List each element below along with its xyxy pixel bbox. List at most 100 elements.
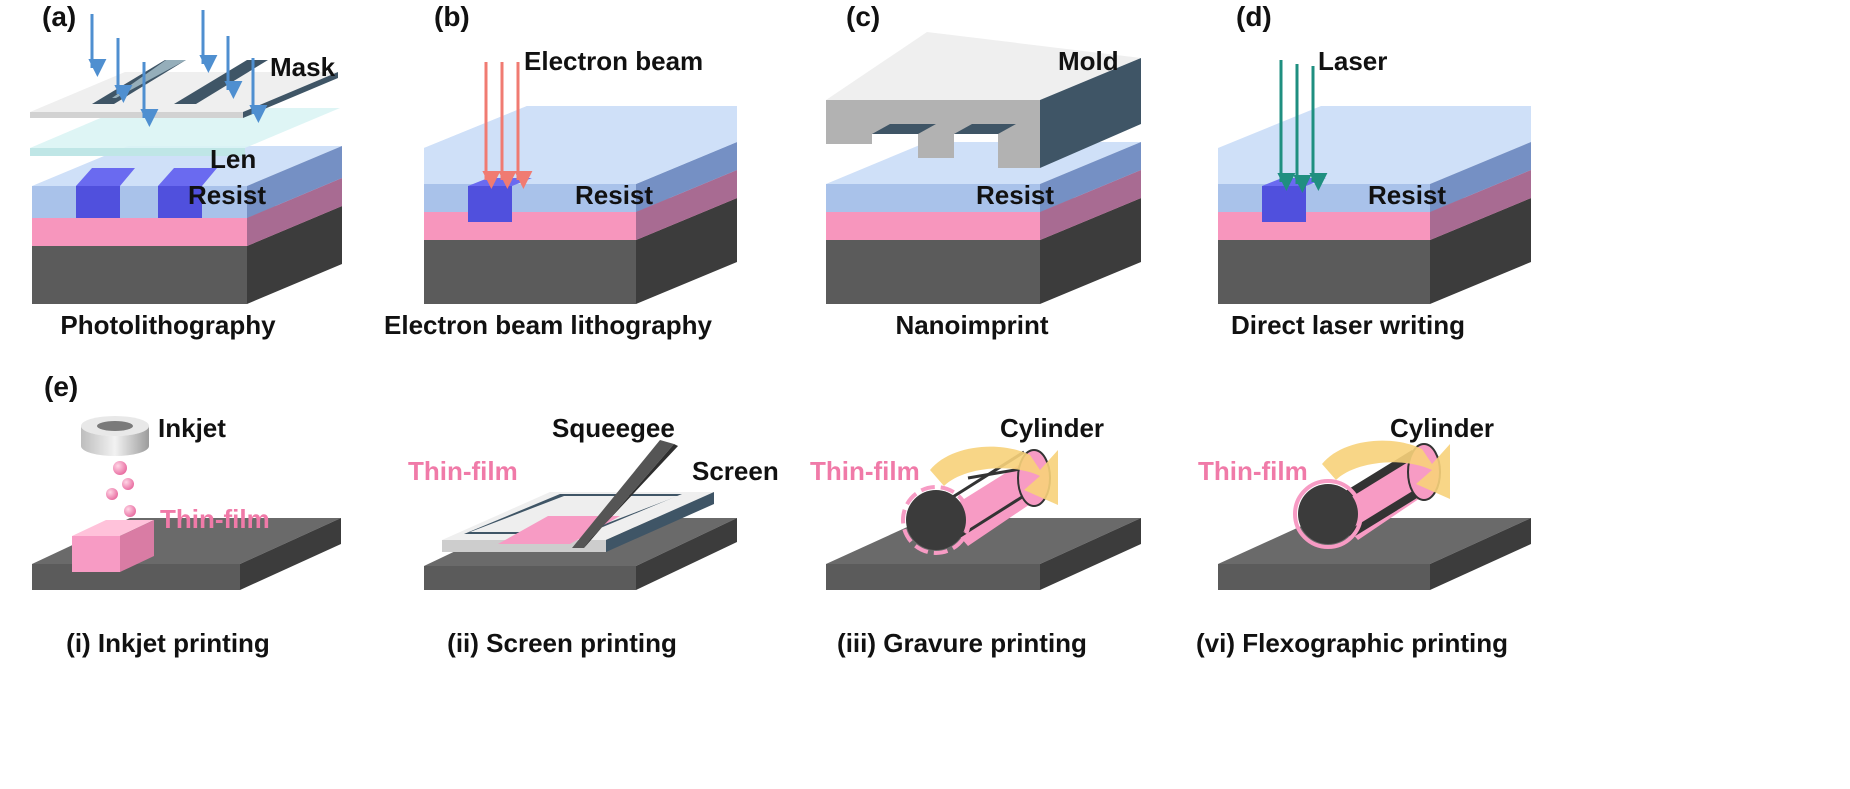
thin-film-label-flexo: Thin-film [1198,456,1308,486]
caption-screen-printing: (ii) Screen printing [447,628,677,658]
caption-inkjet-printing: (i) Inkjet printing [66,628,270,658]
written-spot [1262,186,1306,222]
pink-layer-side [1430,170,1531,240]
substrate-front [1218,240,1430,304]
nozzle-hole [97,421,133,431]
electron-beam-arrows [482,62,533,189]
stack-c [826,142,1141,304]
laser-arrows [1277,60,1328,193]
flexographic-printing: Cylinder Thin-film (vi) Flexographic pri… [1196,413,1531,658]
mask-slit-2 [174,60,268,104]
inkjet-printing: Inkjet Thin-film (i) Inkjet printing [32,413,341,658]
resist-side [636,142,737,212]
squeegee-label: Squeegee [552,413,675,443]
substrate-front [826,564,1040,590]
substrate-front [1218,564,1430,590]
substrate-side [636,198,737,304]
screen-frame [442,492,714,552]
droplet-2 [122,478,134,490]
caption-flexographic-printing: (vi) Flexographic printing [1196,628,1508,658]
mask-label: Mask [270,52,336,82]
exposed-region-1 [76,186,120,218]
resist-front [826,184,1040,212]
cylinder-end-face [1298,484,1358,544]
panel-b-tag: (b) [434,1,470,32]
mask-plate-edge [30,112,243,118]
panel-c-tag: (c) [846,1,880,32]
substrate-side [247,206,342,304]
thin-film-label-screen: Thin-film [408,456,518,486]
screen-frame-side [606,492,714,552]
thin-film-label-gravure: Thin-film [810,456,920,486]
exposed-region-2 [158,186,202,218]
panel-b: (b) Electron beam Resist Electron beam l… [384,1,737,340]
resist-label-a: Resist [188,180,266,210]
mold-groove-2 [954,124,1016,134]
mold-side [1040,58,1141,168]
panel-d-tag: (d) [1236,1,1272,32]
substrate-side [1430,518,1531,590]
substrate-top [1218,518,1531,564]
squeegee [572,440,678,548]
lens-label: Len [210,144,256,174]
mold-label: Mold [1058,46,1119,76]
cylinder-label-flexo: Cylinder [1390,413,1494,443]
substrate-front [826,240,1040,304]
exposed-spot [468,186,512,222]
rotation-arrow [930,446,1058,505]
screen-printing: Squeegee Screen Thin-film (ii) Screen pr… [408,413,779,658]
caption-nanoimprint: Nanoimprint [895,310,1048,340]
caption-photolithography: Photolithography [60,310,276,340]
thin-film-block-side [120,520,154,572]
lens-plate-edge [30,148,245,156]
squeegee-blade [572,440,674,548]
cylinder-end-rim [1293,479,1363,549]
caption-electron-beam-lithography: Electron beam lithography [384,310,712,340]
laser-label: Laser [1318,46,1387,76]
panel-c: (c) Mold Resist Nanoimprint [826,1,1141,340]
mold-top [826,32,1141,100]
mold [826,32,1141,168]
cylinder-end-rim [901,485,971,555]
substrate-front [424,240,636,304]
screen-mesh-inner [470,496,678,532]
resist-label-c: Resist [976,180,1054,210]
droplet-4 [124,505,136,517]
mold-groove-1 [872,124,936,134]
exposed-region-1-top [76,168,135,186]
panel-a-tag: (a) [42,1,76,32]
gravure-printing: Cylinder Thin-film (iii) Gravure printin… [810,413,1141,658]
inkjet-label: Inkjet [158,413,226,443]
inkjet-nozzle [81,416,149,456]
stack-a [30,60,342,304]
mold-front [826,100,1040,168]
substrate-side [1040,518,1141,590]
cylinder-plate-line-2 [1346,484,1430,538]
resist-label-d: Resist [1368,180,1446,210]
droplet-3 [106,488,118,500]
resist-label-b: Resist [575,180,653,210]
squeegee-edge [584,444,678,548]
substrate-front [32,246,247,304]
resist-side [247,146,342,218]
panel-a: (a) [30,1,342,340]
rotation-arrow [1322,440,1450,499]
cylinder-plate-line-1 [1334,450,1418,504]
panel-d: (d) Laser Resist Direct laser writing [1218,1,1531,340]
caption-gravure-printing: (iii) Gravure printing [837,628,1087,658]
nozzle-body [81,426,149,456]
exposed-region-2-top [158,168,217,186]
cylinder-label-gravure: Cylinder [1000,413,1104,443]
pink-layer-side [636,170,737,240]
light-arrows [88,10,268,127]
screen-label: Screen [692,456,779,486]
resist-side [1040,142,1141,212]
droplet-1 [113,461,127,475]
substrate-front [32,564,240,590]
panel-e-tag: (e) [44,371,78,402]
thin-film-block-top [72,520,154,536]
pink-layer-side [247,178,342,246]
substrate-side [240,518,341,590]
electron-beam-label: Electron beam [524,46,703,76]
